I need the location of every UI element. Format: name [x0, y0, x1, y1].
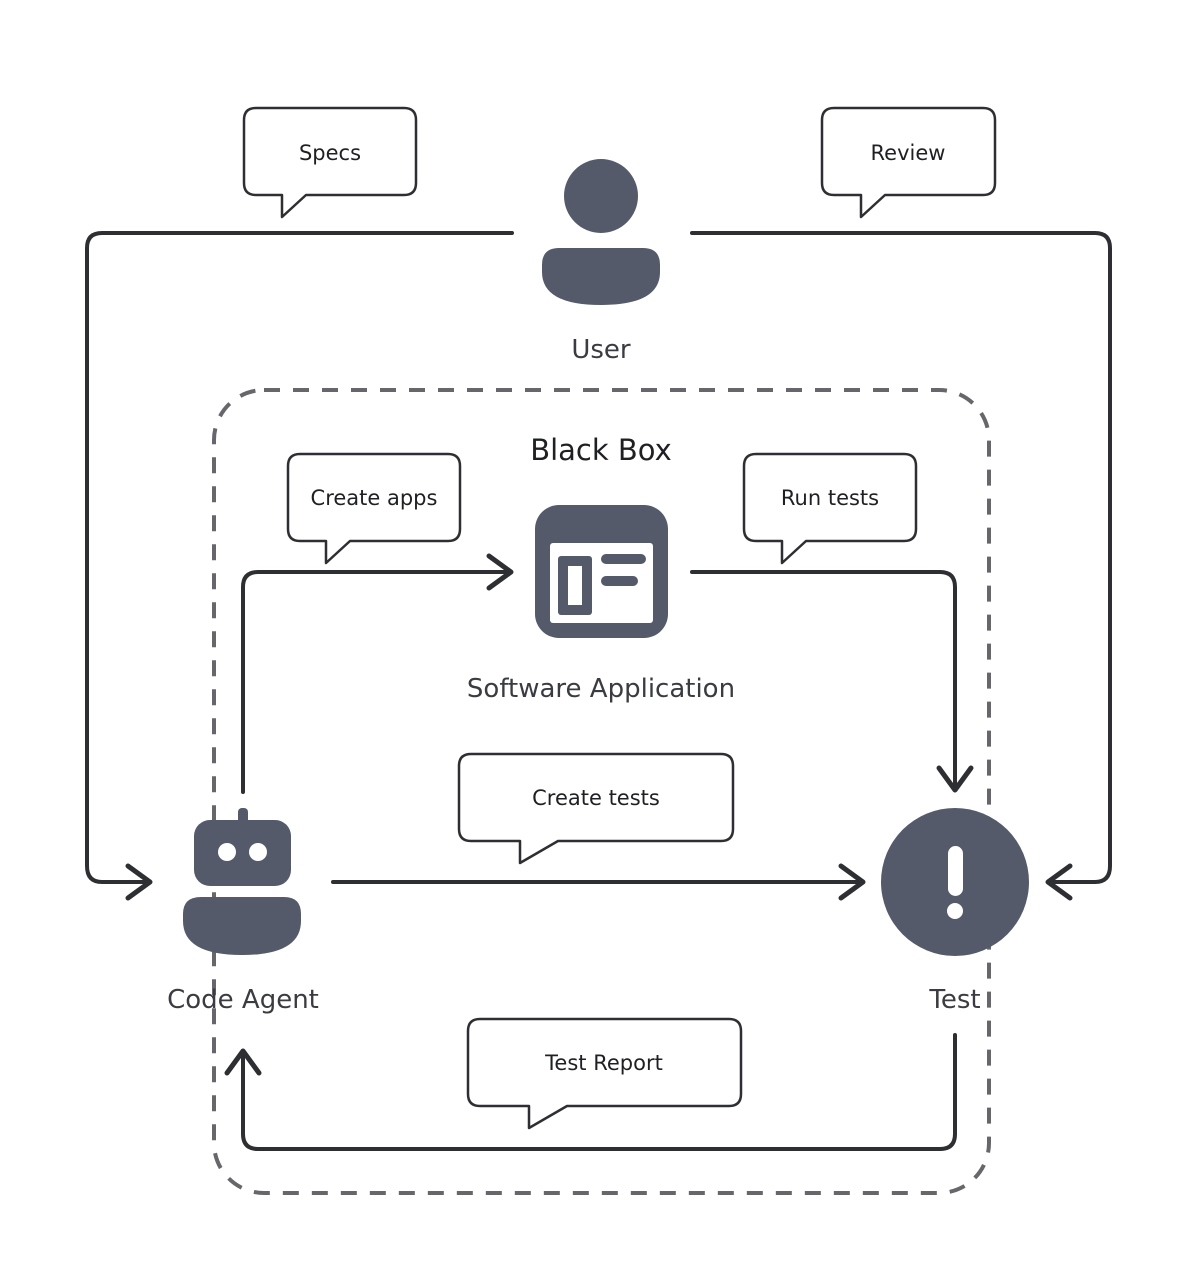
user-label: User: [571, 335, 631, 365]
black-box-boundary: [212, 388, 991, 1195]
user-icon: [542, 159, 660, 305]
edge-test-to-code-agent: [241, 1033, 957, 1151]
bubble-test-report-label: Test Report: [544, 1051, 663, 1075]
code-agent-node: Code Agent: [167, 808, 319, 1015]
bubble-review: Review: [820, 106, 997, 219]
bubble-specs-label: Specs: [299, 141, 361, 165]
black-box-title: Black Box: [530, 433, 672, 467]
arrowhead-code-agent-left: [125, 863, 153, 901]
arrowhead-test-right: [1045, 863, 1073, 901]
browser-window-icon: [535, 505, 668, 638]
bubble-create-tests: Create tests: [457, 752, 735, 865]
edge-code-agent-to-app: [241, 570, 510, 794]
bubble-test-report: Test Report: [466, 1017, 743, 1130]
edge-app-to-test: [690, 570, 957, 790]
test-label: Test: [928, 985, 980, 1015]
bubble-create-apps: Create apps: [286, 452, 462, 565]
edge-user-to-test: [690, 231, 1112, 884]
arrowhead-app-left: [486, 553, 514, 591]
test-node: Test: [881, 808, 1029, 1015]
code-agent-label: Code Agent: [167, 985, 319, 1015]
user-node: User: [542, 159, 660, 365]
edge-user-to-code-agent: [85, 231, 514, 884]
bubble-create-tests-label: Create tests: [532, 786, 660, 810]
arrowhead-test-left: [838, 863, 866, 901]
exclamation-icon: [881, 808, 1029, 956]
bubble-run-tests-label: Run tests: [781, 486, 879, 510]
software-application-node: Software Application: [467, 505, 735, 704]
software-application-label: Software Application: [467, 674, 735, 704]
bubble-review-label: Review: [871, 141, 946, 165]
robot-icon: [183, 808, 301, 955]
bubble-create-apps-label: Create apps: [311, 486, 438, 510]
arrowhead-test-top: [936, 765, 974, 793]
bubble-run-tests: Run tests: [742, 452, 918, 565]
bubble-specs: Specs: [242, 106, 418, 219]
arrowhead-code-agent-bottom: [224, 1048, 262, 1076]
